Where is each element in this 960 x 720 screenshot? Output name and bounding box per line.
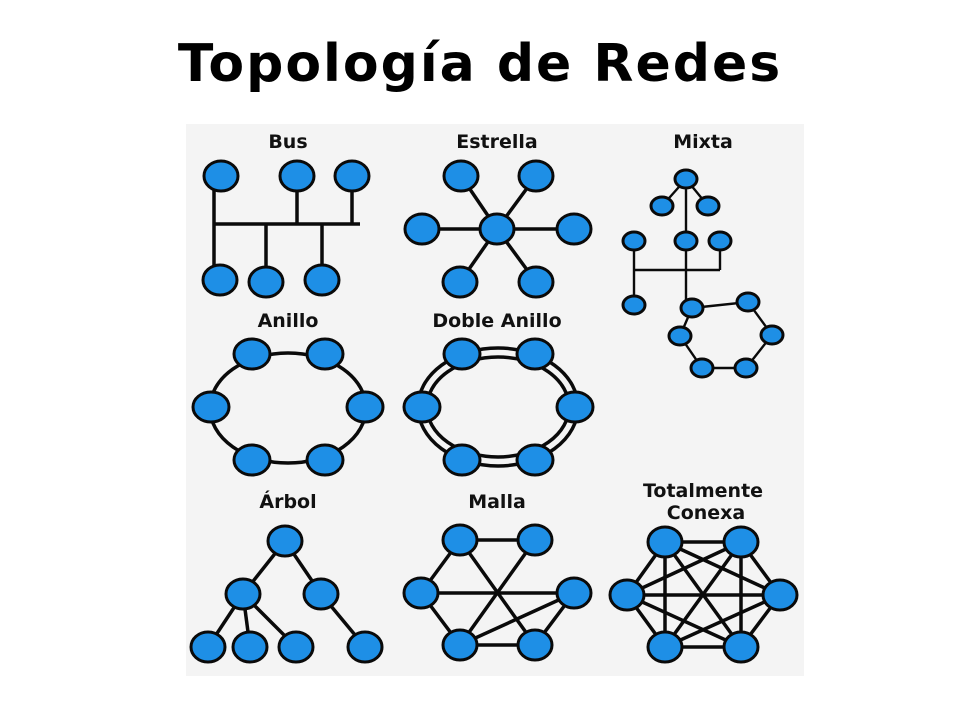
mixta-node xyxy=(673,168,699,190)
estrella-node xyxy=(442,159,480,193)
link-line xyxy=(626,540,742,597)
mixta-node xyxy=(733,357,759,379)
totalmente-conexa-node xyxy=(722,525,760,559)
label-estrella: Estrella xyxy=(456,131,537,153)
mixta-node xyxy=(695,195,721,217)
malla-node xyxy=(402,576,440,610)
link-line xyxy=(416,346,580,468)
anillo-topology xyxy=(191,337,385,477)
totalmente-conexa-node xyxy=(761,578,799,612)
estrella-center-node xyxy=(478,212,516,246)
link-line xyxy=(626,593,742,649)
bus-topology xyxy=(201,159,371,299)
anillo-node xyxy=(232,337,272,371)
label-doble-anillo: Doble Anillo xyxy=(432,310,561,332)
label-totalmente: Totalmente xyxy=(643,480,763,502)
estrella-node xyxy=(517,265,555,299)
mixta-node xyxy=(759,324,785,346)
arbol-node xyxy=(189,630,227,664)
link-line xyxy=(208,351,368,465)
malla-node xyxy=(441,628,479,662)
doble-anillo-node xyxy=(442,443,482,477)
anillo-node xyxy=(305,443,345,477)
bus-node xyxy=(278,159,316,193)
mixta-node xyxy=(621,294,647,316)
anillo-node xyxy=(232,443,272,477)
label-anillo: Anillo xyxy=(258,310,319,332)
mixta-node xyxy=(735,291,761,313)
arbol-node xyxy=(346,630,384,664)
bus-node xyxy=(303,263,341,297)
anillo-node xyxy=(345,390,385,424)
link-line xyxy=(425,355,571,459)
malla-topology xyxy=(402,523,593,662)
mixta-node xyxy=(649,195,675,217)
bus-node xyxy=(247,265,285,299)
doble-anillo-topology xyxy=(402,337,595,477)
mixta-node xyxy=(673,230,699,252)
arbol-root-node xyxy=(266,524,304,558)
arbol-node xyxy=(231,630,269,664)
mixta-node xyxy=(667,325,693,347)
totalmente-conexa-node xyxy=(608,578,646,612)
mixta-node xyxy=(707,230,733,252)
totalmente-conexa-node xyxy=(646,630,684,664)
malla-node xyxy=(516,628,554,662)
page-title: Topología de Redes xyxy=(177,34,783,94)
estrella-topology xyxy=(403,159,593,299)
malla-node xyxy=(516,523,554,557)
anillo-node xyxy=(305,337,345,371)
estrella-node xyxy=(441,265,479,299)
mixta-topology xyxy=(621,168,785,379)
link-line xyxy=(664,593,781,649)
mixta-node xyxy=(679,297,705,319)
doble-anillo-node xyxy=(555,390,595,424)
doble-anillo-node xyxy=(515,337,555,371)
arbol-node xyxy=(277,630,315,664)
anillo-node xyxy=(191,390,231,424)
label-conexa: Conexa xyxy=(667,502,746,524)
arbol-node xyxy=(302,577,340,611)
bus-node xyxy=(201,263,239,297)
bus-node xyxy=(333,159,371,193)
label-mixta: Mixta xyxy=(673,131,733,153)
link-line xyxy=(459,591,575,647)
doble-anillo-node xyxy=(515,443,555,477)
totalmente-conexa-node xyxy=(646,525,684,559)
estrella-node xyxy=(517,159,555,193)
arbol-node xyxy=(224,577,262,611)
mixta-node xyxy=(689,357,715,379)
label-bus: Bus xyxy=(268,131,307,153)
doble-anillo-node xyxy=(402,390,442,424)
malla-node xyxy=(555,576,593,610)
label-arbol: Árbol xyxy=(259,490,316,513)
totalmente-conexa-node xyxy=(722,630,760,664)
estrella-node xyxy=(555,212,593,246)
estrella-node xyxy=(403,212,441,246)
label-malla: Malla xyxy=(468,491,526,513)
mixta-node xyxy=(621,230,647,252)
malla-node xyxy=(441,523,479,557)
totalmente-conexa-topology xyxy=(608,525,799,664)
arbol-topology xyxy=(189,524,384,664)
bus-node xyxy=(202,159,240,193)
doble-anillo-node xyxy=(442,337,482,371)
